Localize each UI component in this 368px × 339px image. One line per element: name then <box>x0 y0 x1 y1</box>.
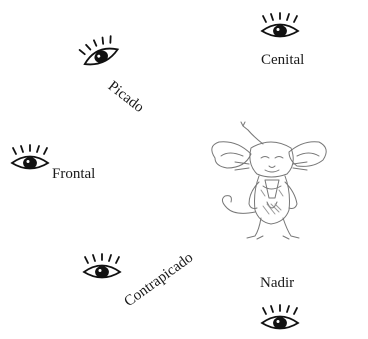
eye-icon-nadir <box>258 306 302 334</box>
eye-icon-picado <box>74 32 126 75</box>
label-cenital: Cenital <box>261 53 304 68</box>
eye-icon-frontal <box>8 146 52 174</box>
label-nadir: Nadir <box>260 276 294 291</box>
label-picado: Picado <box>105 79 146 116</box>
label-contrapicado: Contrapicado <box>122 250 196 310</box>
mouse-sketch <box>205 118 335 243</box>
label-frontal: Frontal <box>52 167 95 182</box>
eye-icon-cenital <box>258 14 302 42</box>
eye-icon-contrapicado <box>80 255 124 283</box>
